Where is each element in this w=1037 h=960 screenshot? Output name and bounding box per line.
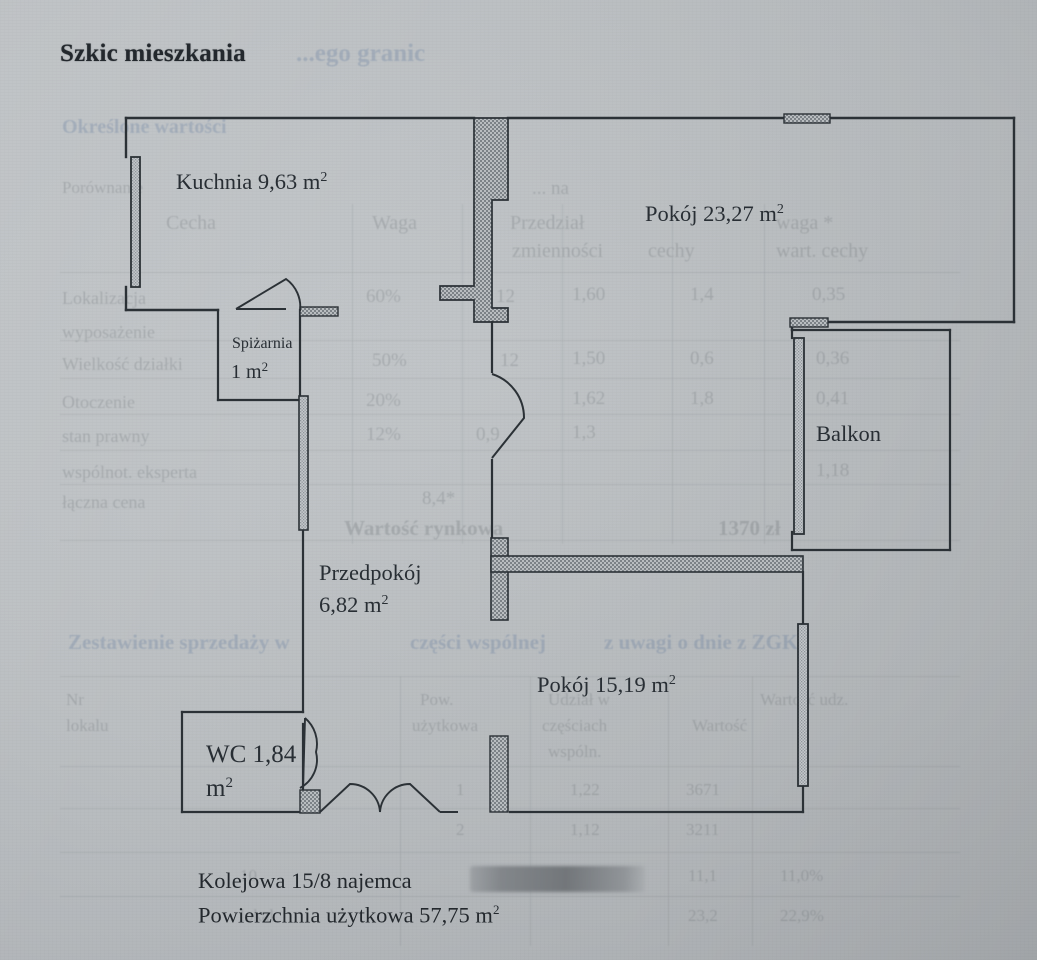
wall-segment-przedpokoj (298, 395, 309, 531)
outer-walls (124, 116, 1016, 332)
wall-stub-top-right (783, 113, 831, 124)
door-arc-spizarnia (235, 277, 302, 312)
door-arc-wc (299, 717, 318, 789)
wall-stub-balcony-top (789, 317, 829, 328)
redacted-tenant-name (470, 866, 645, 892)
door-arc-pokoj1 (491, 373, 526, 459)
walls-pokoj2 (508, 570, 805, 814)
label-balkon: Balkon (816, 421, 881, 446)
wall-stub-entrance-right (489, 735, 509, 813)
window-kitchen (130, 156, 141, 288)
label-spizarnia-area: 1 m2 (231, 359, 268, 383)
page-title: Szkic mieszkania (60, 40, 246, 67)
door-leaf-wc (302, 717, 306, 791)
label-przedpokoj-area: 6,82 m2 (319, 592, 389, 617)
label-pokoj-1519: Pokój 15,19 m2 (537, 672, 676, 697)
footer-area-text: Powierzchnia użytkowa 57,75 m (198, 902, 493, 928)
label-pokoj-2327: Pokój 23,27 m2 (645, 201, 784, 226)
label-wc-unit: m2 (206, 775, 233, 802)
footer-area-sup: 2 (492, 902, 500, 917)
window-pokoj2 (797, 623, 809, 787)
entrance-doors (319, 783, 458, 813)
label-spizarnia: Spiżarnia (232, 335, 292, 352)
wall-stub-wc (299, 789, 321, 814)
room-labels: Kuchnia 9,63 m2 Pokój 23,27 m2 Spiżarnia… (176, 169, 881, 802)
wall-stub-kitchen-bottom (299, 306, 339, 317)
wall-between-rooms (490, 537, 804, 621)
balcony (789, 317, 952, 552)
footer-area-line: Powierzchnia użytkowa 57,75 m2 (198, 895, 499, 930)
spizarnia-walls (216, 308, 302, 402)
footer-address-line: Kolejowa 15/8 najemca (198, 868, 412, 893)
label-kuchnia: Kuchnia 9,63 m2 (176, 169, 327, 194)
label-przedpokoj: Przedpokój (319, 560, 421, 585)
footer-caption: Kolejowa 15/8 najemca Powierzchnia użytk… (198, 866, 499, 930)
wc-walls (180, 710, 305, 814)
wall-kitchen-pokoj (439, 117, 509, 323)
window-balcony-door (793, 337, 805, 535)
label-wc: WC 1,84 (206, 741, 297, 768)
